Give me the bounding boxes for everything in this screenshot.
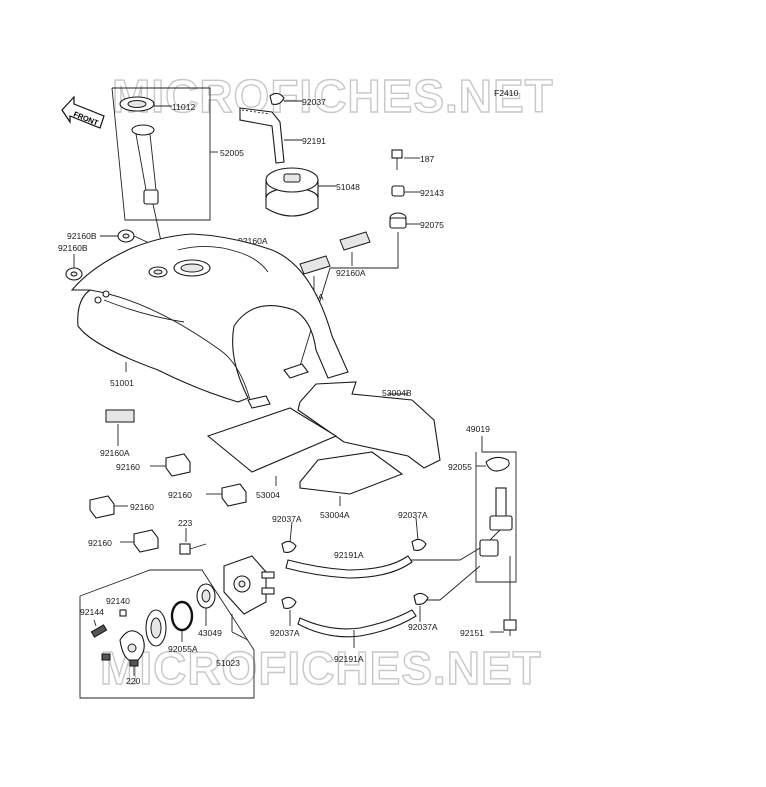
- fuel-cap-icon: [265, 167, 319, 217]
- pad-92160a-4-icon: [105, 409, 135, 423]
- label-92160a-4: 92160A: [100, 448, 130, 458]
- screw-220-b-icon: [129, 659, 139, 667]
- label-92160a-3: 92160A: [336, 268, 366, 278]
- label-51001: 51001: [110, 378, 134, 388]
- fuel-hose-lower-icon: [297, 609, 417, 638]
- label-92160-4: 92160: [88, 538, 112, 548]
- label-223: 223: [178, 518, 193, 528]
- label-92143: 92143: [420, 188, 444, 198]
- collar-92143-icon: [391, 185, 405, 197]
- grommet-92075-icon: [389, 212, 407, 229]
- label-53004b: 53004B: [382, 388, 412, 398]
- watermark-top: MICROFICHES.NET: [112, 70, 554, 122]
- label-92037a-2: 92037A: [398, 510, 428, 520]
- insulator-53004-icon: [206, 407, 338, 473]
- clip-92160-1-icon: [165, 453, 191, 477]
- label-92140: 92140: [106, 596, 130, 606]
- label-92037a-4: 92037A: [408, 622, 438, 632]
- spring-92144-icon: [90, 624, 108, 638]
- label-92144: 92144: [80, 607, 104, 617]
- pad-92160a-3-icon: [339, 231, 371, 251]
- figure-code: F2410: [494, 88, 519, 98]
- label-92037: 92037: [302, 97, 326, 107]
- label-92037a-1: 92037A: [272, 514, 302, 524]
- clip-92160-4-icon: [133, 529, 159, 553]
- label-92037a-3: 92037A: [270, 628, 300, 638]
- label-92191a-upper: 92191A: [334, 550, 364, 560]
- front-arrow-icon: FRONT: [61, 95, 105, 129]
- clamp-92037a-4-icon: [413, 592, 429, 605]
- label-92160b-bottom: 92160B: [58, 243, 88, 253]
- o-ring-92055a-icon: [170, 600, 194, 632]
- label-51023: 51023: [216, 658, 240, 668]
- label-53004a: 53004A: [320, 510, 350, 520]
- label-92055a: 92055A: [168, 644, 198, 654]
- clamp-92037a-3-icon: [281, 596, 297, 609]
- label-92151: 92151: [460, 628, 484, 638]
- fuel-tank-icon: [70, 233, 349, 409]
- bolt-187-icon: [391, 149, 403, 170]
- pad-92160a-2-icon: [299, 255, 331, 275]
- grommet-92160b-top-icon: [117, 229, 135, 243]
- grommet-92160b-bottom-icon: [65, 267, 83, 281]
- label-52005: 52005: [220, 148, 244, 158]
- diaphragm-43049-icon: [196, 583, 216, 609]
- label-92160a-1: 92160A: [238, 236, 268, 246]
- screw-223-icon: [179, 543, 207, 555]
- label-92055: 92055: [448, 462, 472, 472]
- screw-220-a-icon: [101, 653, 111, 661]
- breather-hose-icon: [239, 107, 285, 164]
- cap-220-icon: [119, 630, 145, 662]
- clamp-92037-icon: [269, 92, 285, 105]
- group-box-52005: [111, 87, 218, 221]
- fuel-cock-icon: [479, 487, 513, 557]
- label-11012: 11012: [172, 102, 195, 112]
- label-92160b-top: 92160B: [67, 231, 97, 241]
- insulator-53004b-icon: [297, 381, 441, 469]
- label-92191: 92191: [302, 136, 326, 146]
- fuel-hose-upper-icon: [285, 555, 413, 579]
- label-92160-1: 92160: [116, 462, 140, 472]
- clamp-92037a-2-icon: [411, 538, 427, 551]
- label-187: 187: [420, 154, 435, 164]
- label-92191a-lower: 92191A: [334, 654, 364, 664]
- label-53004: 53004: [256, 490, 280, 500]
- clip-92160-2-icon: [221, 483, 247, 507]
- label-92160-3: 92160: [130, 502, 154, 512]
- insulator-53004a-icon: [299, 451, 404, 495]
- label-92160-2: 92160: [168, 490, 192, 500]
- valve-body-icon: [223, 555, 275, 615]
- washer-92140-icon: [119, 609, 127, 617]
- gasket-92055-icon: [485, 456, 510, 472]
- label-220: 220: [126, 676, 141, 686]
- clip-92160-3-icon: [89, 495, 115, 519]
- fuel-sender-icon: [131, 124, 159, 205]
- drain-bolt-92151-icon: [503, 619, 517, 636]
- label-92075: 92075: [420, 220, 444, 230]
- clamp-92037a-1-icon: [281, 540, 297, 553]
- watermark-bottom: MICROFICHES.NET: [100, 642, 542, 694]
- label-43049: 43049: [198, 628, 222, 638]
- label-49019: 49019: [466, 424, 490, 434]
- cover-plate-icon: [145, 609, 167, 647]
- gauge-ring-icon: [119, 96, 155, 112]
- label-51048: 51048: [336, 182, 360, 192]
